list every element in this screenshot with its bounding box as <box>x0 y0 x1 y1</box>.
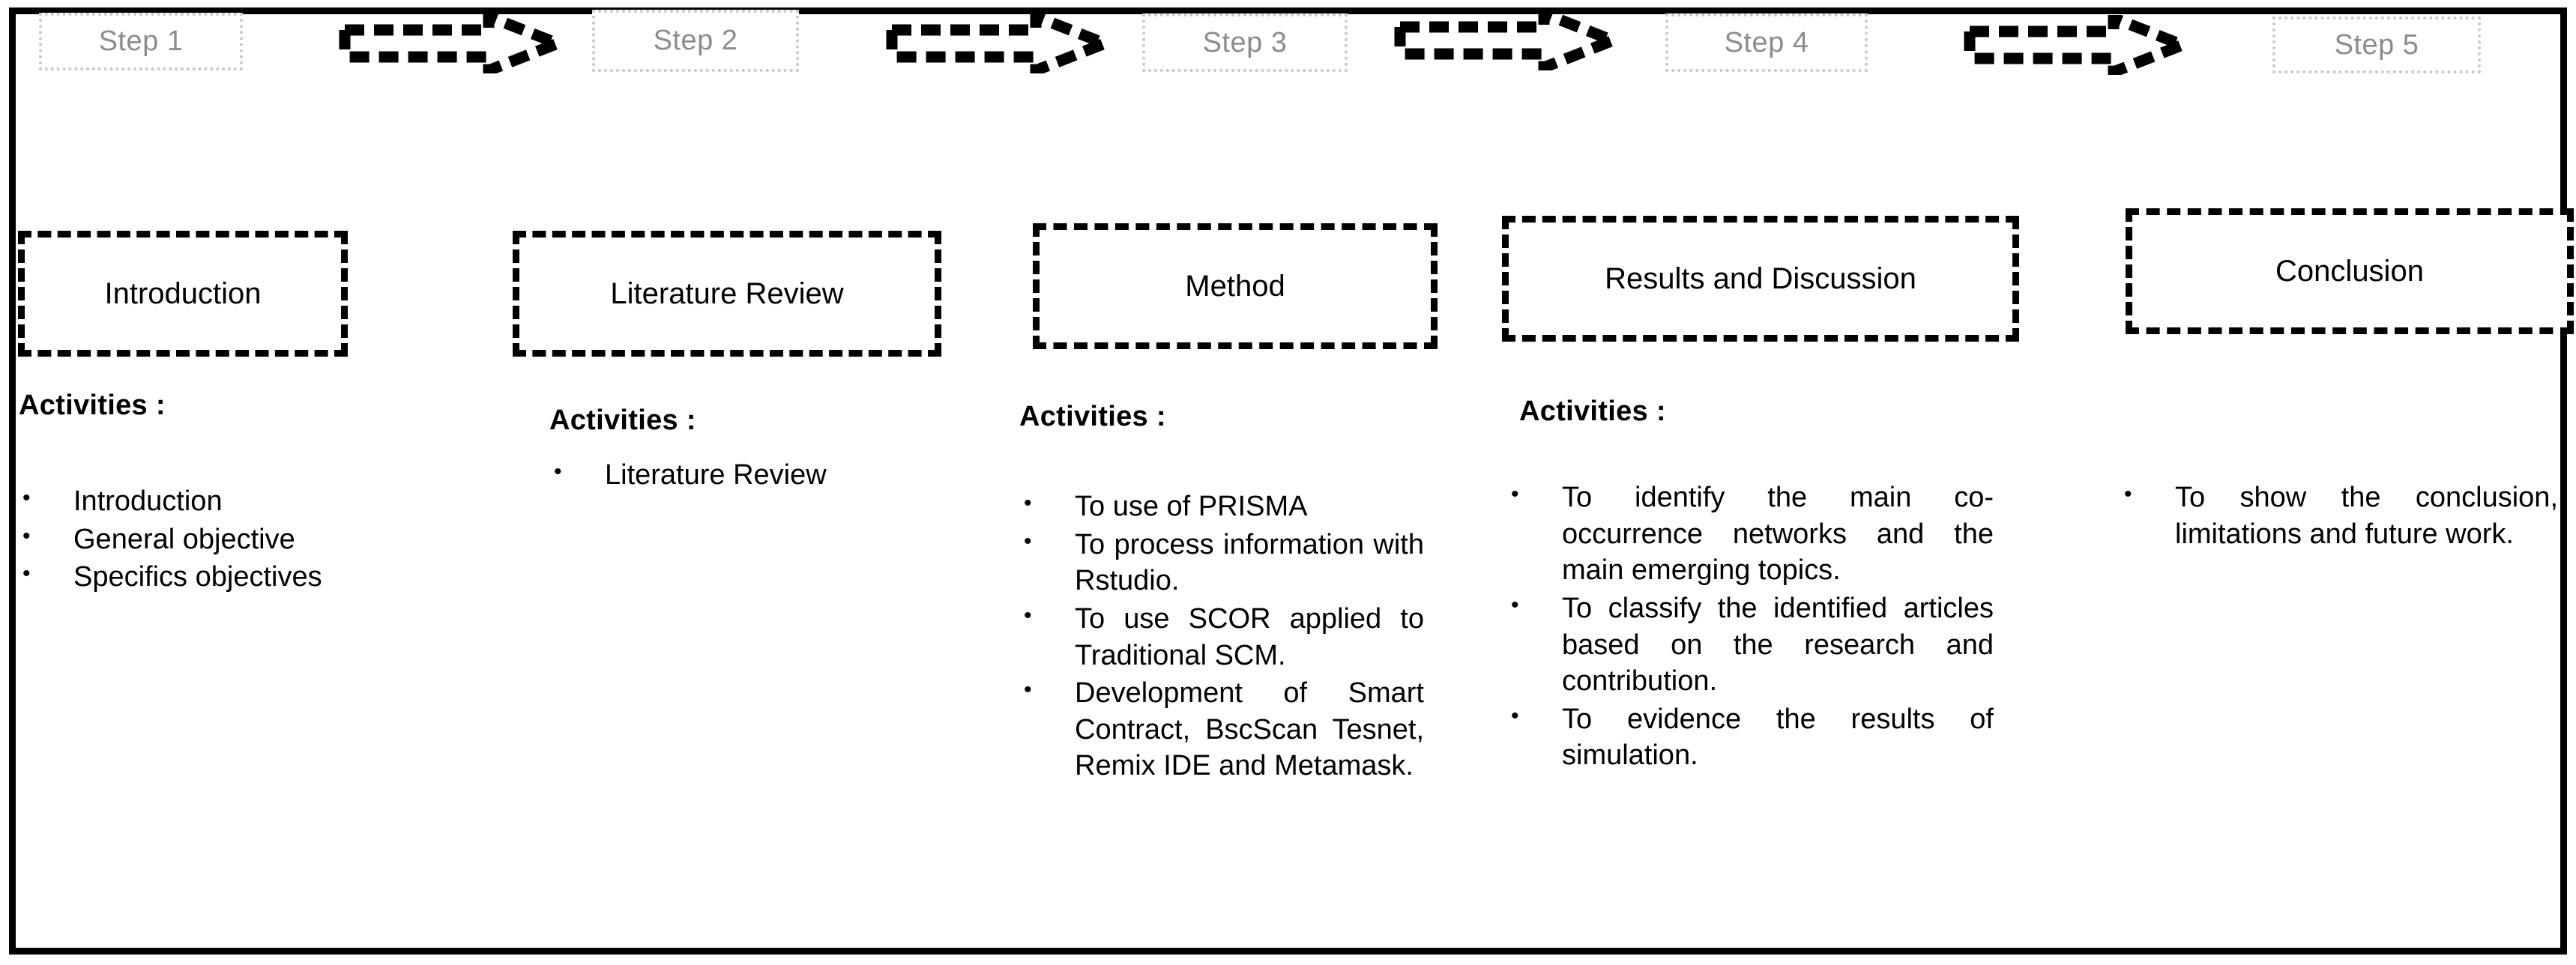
step-box-5[interactable]: Step 5 <box>2272 16 2481 73</box>
activities-heading-introduction: Activities : <box>19 390 166 421</box>
step-strip: Step 1 Step 2 Step 3 <box>0 0 2576 172</box>
bullet-text: To show the conclusion, limitations and … <box>2175 482 2558 550</box>
list-item: To use of PRISMA <box>1019 487 1424 525</box>
bullet-text: Specifics objectives <box>73 561 322 593</box>
column-introduction: Introduction Activities : Introduction G… <box>0 0 525 965</box>
section-box-method[interactable]: Method <box>1033 223 1438 349</box>
step-box-4[interactable]: Step 4 <box>1665 13 1868 72</box>
bullet-list-results-and-discussion: To identify the main co-occurrence netwo… <box>1506 478 1994 775</box>
section-title-method: Method <box>1185 270 1285 303</box>
bullet-text: Literature Review <box>605 459 827 491</box>
activities-heading-results-and-discussion: Activities : <box>1519 396 1666 427</box>
bullet-text: Development of Smart Contract, BscScan T… <box>1075 677 1424 782</box>
list-item: Introduction <box>18 482 438 520</box>
step-label-5: Step 5 <box>2334 28 2419 61</box>
list-item: To classify the identified articles base… <box>1506 589 1994 700</box>
list-item: Specifics objectives <box>18 557 438 596</box>
section-box-results-and-discussion[interactable]: Results and Discussion <box>1502 216 2019 342</box>
arrow-step2-to-step3 <box>886 13 1111 73</box>
bullet-text: To use of PRISMA <box>1075 491 1308 522</box>
column-literature-review: Literature Review Activities : Literatur… <box>0 0 1004 965</box>
activities-heading-literature-review: Activities : <box>549 405 696 436</box>
section-title-results-and-discussion: Results and Discussion <box>1605 262 1916 295</box>
activities-heading-method: Activities : <box>1019 401 1166 432</box>
list-item: To use SCOR applied to Traditional SCM. <box>1019 599 1424 674</box>
arrow-step4-to-step5 <box>1964 15 2189 75</box>
step-label-4: Step 4 <box>1724 26 1809 58</box>
list-item: Development of Smart Contract, BscScan T… <box>1019 674 1424 784</box>
bullet-list-conclusion: To show the conclusion, limitations and … <box>2120 478 2558 554</box>
bullet-list-literature-review: Literature Review <box>549 456 969 495</box>
column-results-and-discussion: Results and Discussion Activities : To i… <box>0 0 2054 965</box>
list-item: To process information with Rstudio. <box>1019 525 1424 599</box>
column-method: Method Activities : To use of PRISMA To … <box>0 0 1491 965</box>
section-box-introduction[interactable]: Introduction <box>18 231 348 357</box>
bullet-text: Introduction <box>73 485 223 517</box>
list-item: General objective <box>18 520 438 558</box>
bullet-text: To use SCOR applied to Traditional SCM. <box>1075 602 1424 671</box>
bullet-text: To classify the identified articles base… <box>1562 592 1994 698</box>
bullet-text: To identify the main co-occurrence netwo… <box>1562 482 1994 587</box>
bullet-list-method: To use of PRISMA To process information … <box>1019 487 1424 786</box>
list-item: To identify the main co-occurrence netwo… <box>1506 478 1994 589</box>
section-box-conclusion[interactable]: Conclusion <box>2126 208 2574 334</box>
bullet-list-introduction: Introduction General objective Specifics… <box>18 482 438 597</box>
step-label-2: Step 2 <box>653 25 738 56</box>
step-box-1[interactable]: Step 1 <box>39 13 243 70</box>
list-item: To show the conclusion, limitations and … <box>2120 478 2558 552</box>
section-box-literature-review[interactable]: Literature Review <box>513 231 941 357</box>
list-item: To evidence the results of simulation. <box>1506 700 1994 774</box>
section-title-literature-review: Literature Review <box>610 277 844 310</box>
bullet-text: General objective <box>73 523 295 555</box>
bullet-text: To evidence the results of simulation. <box>1562 703 1994 772</box>
step-box-2[interactable]: Step 2 <box>592 10 799 72</box>
step-label-3: Step 3 <box>1202 26 1288 58</box>
bullet-text: To process information with Rstudio. <box>1075 528 1424 597</box>
step-label-1: Step 1 <box>98 25 184 57</box>
arrow-step1-to-step2 <box>339 13 564 73</box>
step-box-3[interactable]: Step 3 <box>1142 13 1348 72</box>
list-item: Literature Review <box>549 456 969 494</box>
section-title-conclusion: Conclusion <box>2275 255 2424 288</box>
arrow-step3-to-step4 <box>1394 10 1619 70</box>
section-title-introduction: Introduction <box>104 277 262 310</box>
